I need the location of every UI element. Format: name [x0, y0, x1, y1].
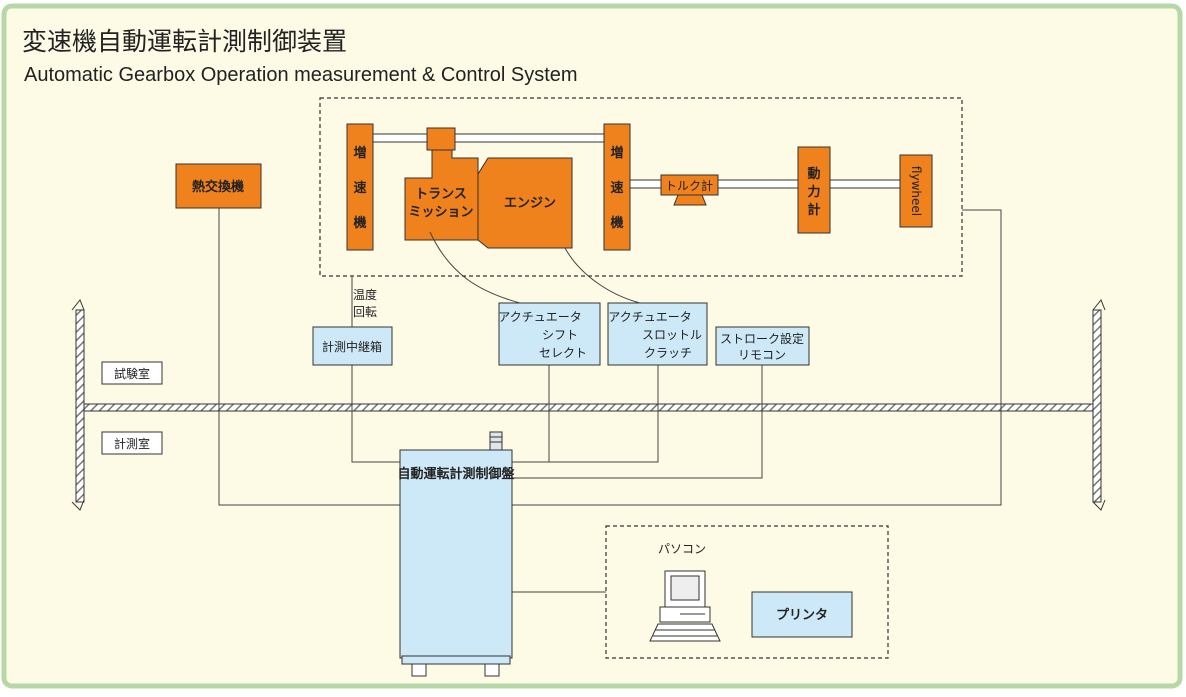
torque-meter [660, 174, 719, 206]
actuator-throttle-label-1: アクチュエータ [608, 310, 691, 324]
actuator-throttle-label-3: クラッチ [644, 346, 692, 360]
engine-box [477, 157, 573, 249]
gear-left-box [346, 123, 374, 251]
gear-left-char-1: 増 [353, 145, 366, 161]
pc-label: パソコン [658, 542, 706, 556]
test-bench-enclosure [319, 97, 963, 277]
flywheel-box [899, 154, 933, 228]
test-room-label: 試験室 [114, 366, 150, 381]
gear-left-char-2: 速 [353, 180, 366, 196]
printer-box [751, 591, 853, 638]
room-walls [71, 299, 1106, 511]
control-panel [399, 431, 513, 677]
actuator-shift-label-2: シフト [542, 328, 578, 342]
control-panel-label: 自動運転計測制御盤 [397, 466, 515, 482]
transmission-label-2: ミッション [408, 205, 473, 220]
heat-exchanger-box [175, 163, 262, 209]
printer-label: プリンタ [776, 608, 828, 623]
stroke-remote-box [715, 326, 810, 366]
torque-meter-label: トルク計 [665, 178, 713, 193]
actuator-throttle-label-2: スロットル [642, 328, 702, 342]
stroke-remote-label-2: リモコン [738, 348, 786, 362]
flywheel-label: flywheel [909, 166, 923, 216]
title-japanese: 変速機自動運転計測制御装置 [22, 27, 347, 56]
dynamometer-box [797, 146, 831, 234]
gear-right-char-3: 機 [610, 215, 623, 231]
rotation-label: 回転 [353, 305, 377, 319]
transmission-label-1: トランス [415, 187, 467, 202]
actuator-throttle-box [607, 302, 708, 366]
actuator-shift-label-3: セレクト [539, 346, 587, 360]
gear-right-char-1: 増 [610, 145, 623, 161]
dynamometer-char-1: 動 [807, 166, 820, 182]
wiring [218, 208, 1002, 593]
measurement-room-badge [101, 431, 163, 455]
measurement-room-label: 計測室 [114, 436, 150, 451]
dynamometer-char-2: 力 [807, 184, 820, 200]
dynamometer-char-3: 計 [807, 202, 820, 218]
pc-enclosure [605, 525, 889, 659]
stroke-remote-label-1: ストローク設定 [720, 331, 804, 346]
gear-right-char-2: 速 [610, 180, 623, 196]
computer-icon [649, 570, 721, 642]
junction-box-label: 計測中継箱 [322, 339, 382, 354]
gear-left-char-3: 機 [353, 215, 366, 231]
title-english: Automatic Gearbox Operation measurement … [24, 64, 578, 86]
heat-exchanger-label: 熱交換機 [192, 179, 244, 195]
actuator-shift-label-1: アクチュエータ [498, 310, 581, 324]
test-room-badge [101, 361, 163, 385]
gear-right-box [603, 123, 631, 251]
actuator-shift-box [498, 302, 601, 366]
engine-label: エンジン [504, 196, 556, 211]
temp-label: 温度 [353, 287, 377, 302]
